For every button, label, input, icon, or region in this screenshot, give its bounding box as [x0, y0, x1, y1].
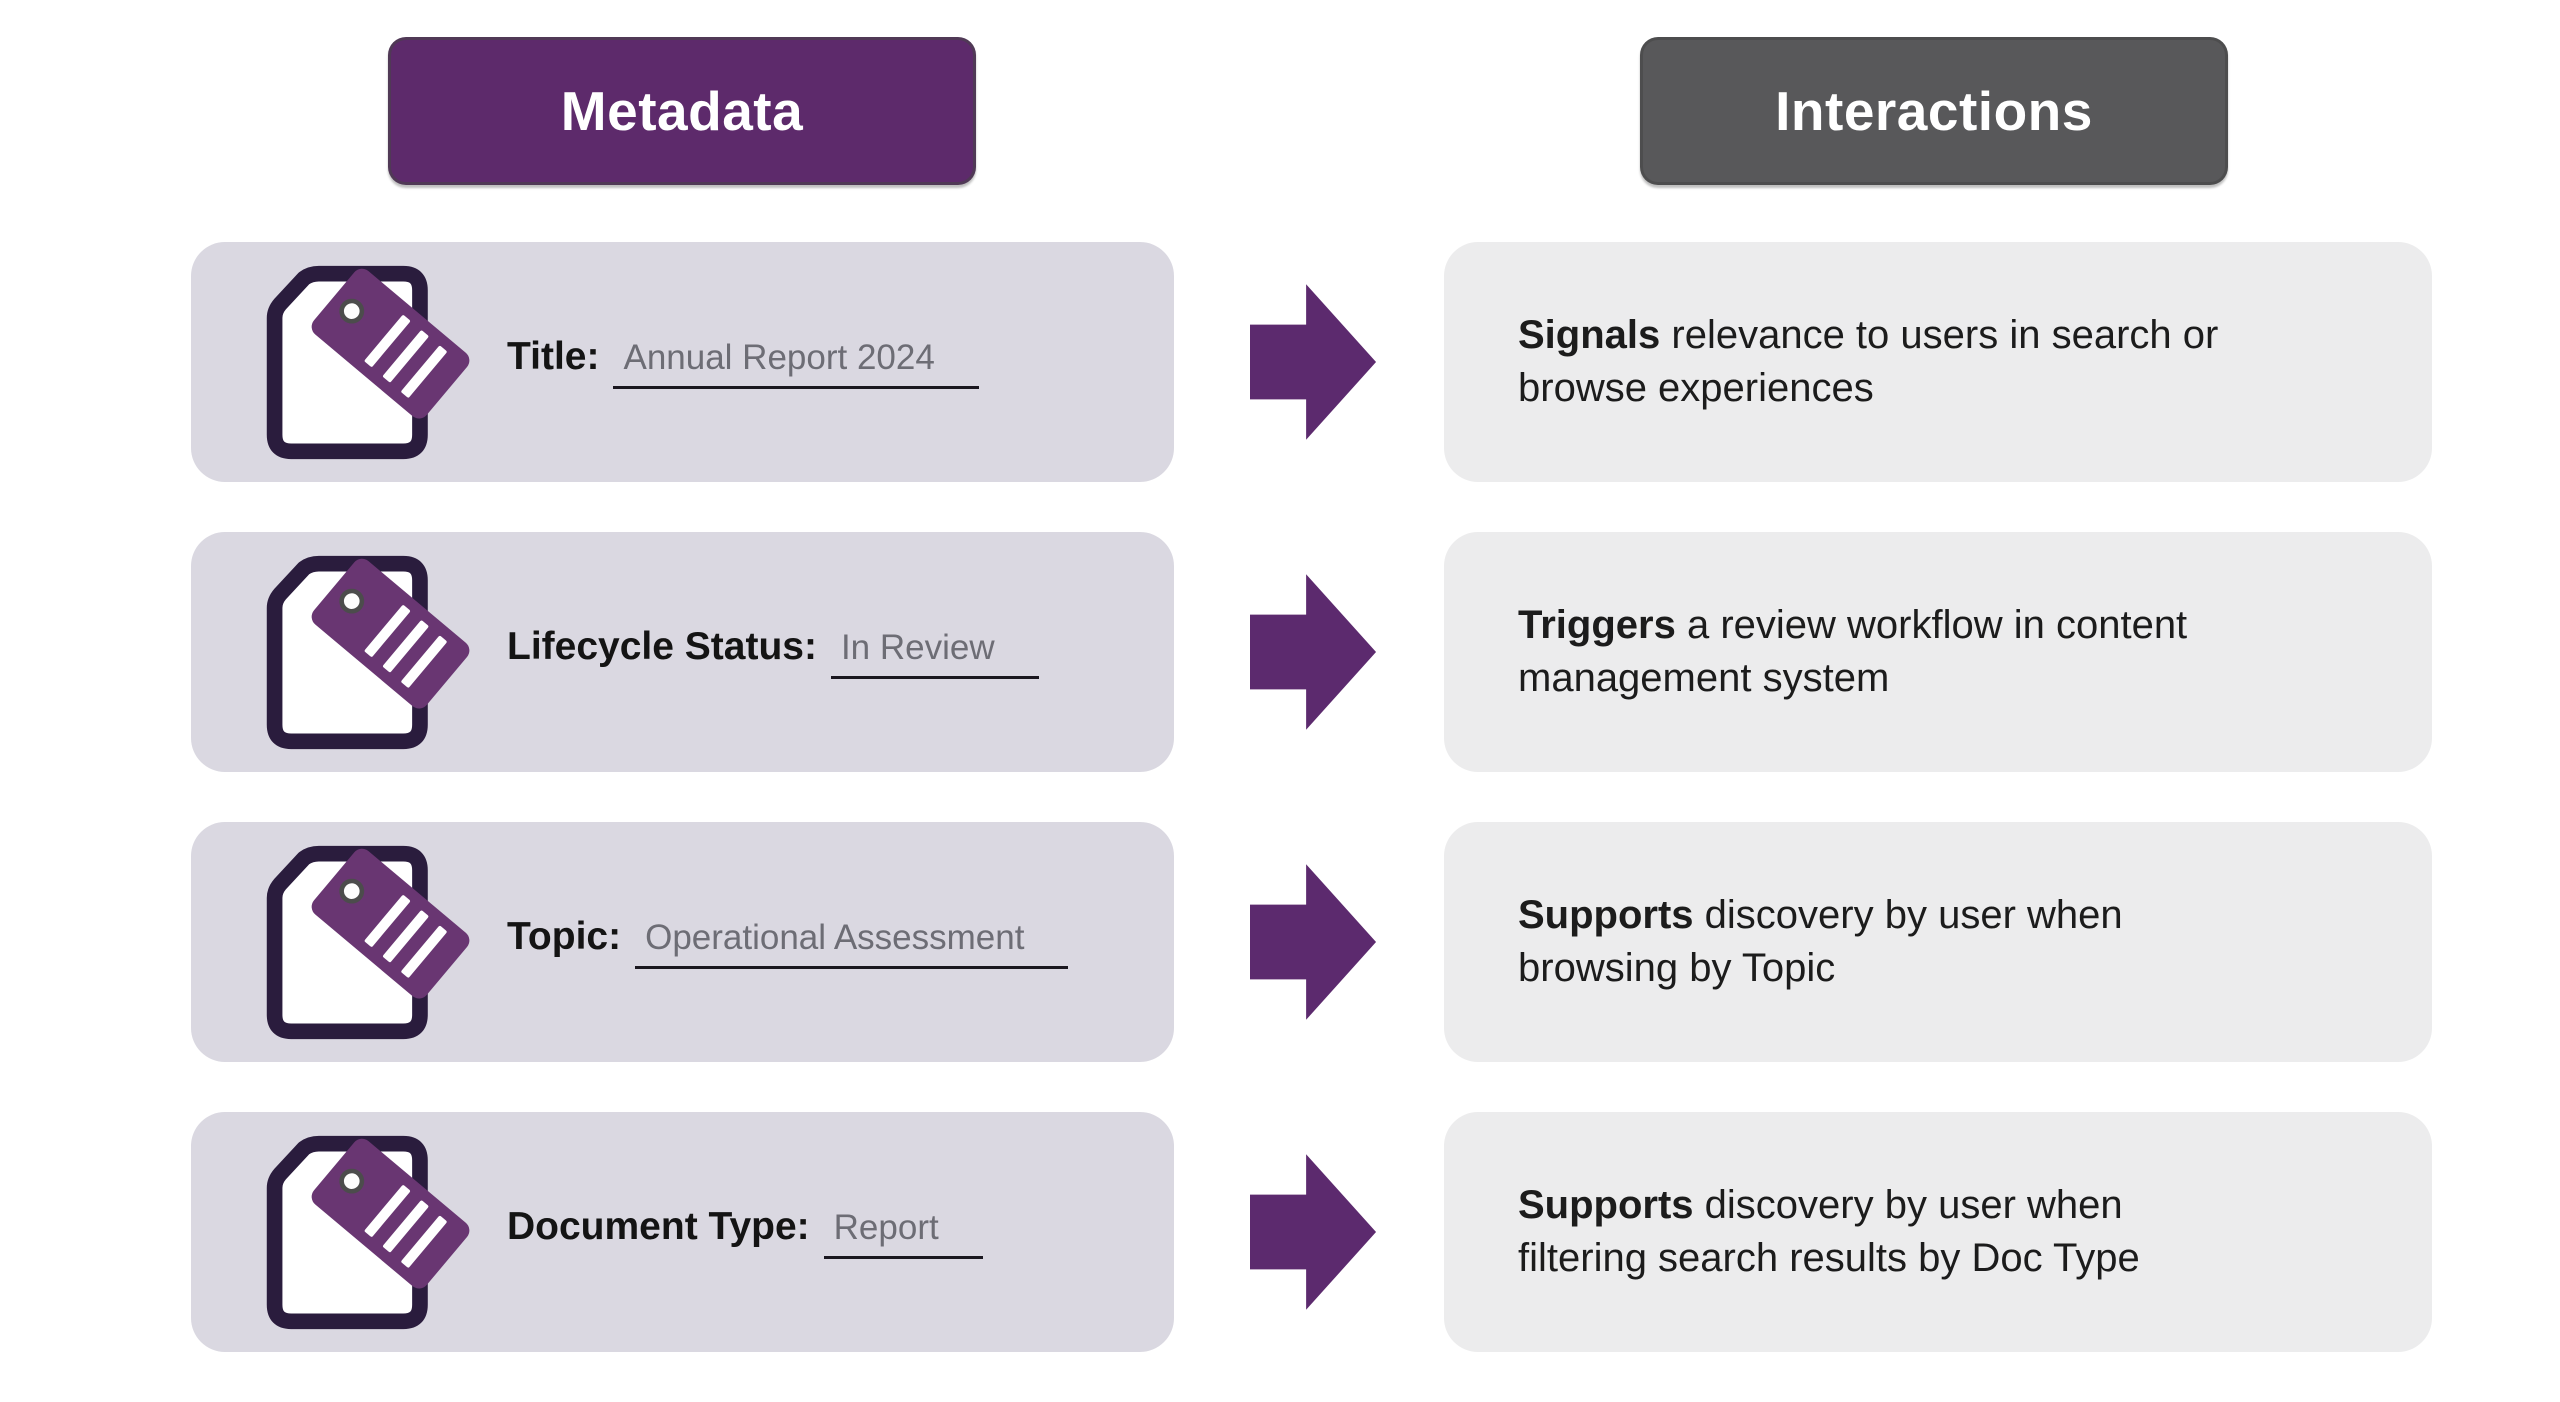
interaction-text: Signals relevance to users in search or …: [1518, 309, 2218, 415]
diagram-row-document-type: Document Type: Report Supports discovery …: [0, 1112, 2560, 1352]
interactions-header-label: Interactions: [1775, 80, 2093, 142]
interaction-description: discovery by user when filtering search …: [1518, 1183, 2140, 1280]
interaction-card: Supports discovery by user when browsing…: [1444, 822, 2432, 1062]
arrow-right-icon: [1250, 567, 1378, 737]
field-value: Operational Assessment: [635, 918, 1069, 969]
metadata-card: Title: Annual Report 2024: [191, 242, 1174, 482]
arrow-right-icon: [1250, 277, 1378, 447]
diagram-row-topic: Topic: Operational Assessment Supports di…: [0, 822, 2560, 1062]
diagram-row-lifecycle-status: Lifecycle Status: In Review Triggers a re…: [0, 532, 2560, 772]
interaction-text: Supports discovery by user when browsing…: [1518, 889, 2123, 995]
interaction-text: Triggers a review workflow in content ma…: [1518, 599, 2187, 705]
field-value: Annual Report 2024: [613, 338, 979, 389]
interaction-keyword: Triggers: [1518, 603, 1676, 648]
metadata-field: Document Type: Report: [507, 1205, 983, 1259]
metadata-header-label: Metadata: [560, 80, 804, 142]
field-value: In Review: [830, 628, 1039, 679]
interaction-keyword: Signals: [1518, 313, 1661, 358]
interaction-description: discovery by user when browsing by Topic: [1518, 893, 2123, 990]
metadata-card: Document Type: Report: [191, 1112, 1174, 1352]
diagram-row-title: Title: Annual Report 2024 Signals relevan…: [0, 242, 2560, 482]
document-with-tag-icon: [247, 839, 477, 1046]
metadata-card: Topic: Operational Assessment: [191, 822, 1174, 1062]
interaction-keyword: Supports: [1518, 893, 1694, 938]
arrow-right-icon: [1250, 857, 1378, 1027]
field-label: Document Type:: [507, 1205, 810, 1248]
metadata-field: Title: Annual Report 2024: [507, 335, 979, 389]
metadata-field: Lifecycle Status: In Review: [507, 625, 1039, 679]
field-value: Report: [823, 1208, 983, 1259]
interaction-card: Triggers a review workflow in content ma…: [1444, 532, 2432, 772]
field-label: Topic:: [507, 915, 622, 958]
document-with-tag-icon: [247, 549, 477, 756]
arrow-right-icon: [1250, 1147, 1378, 1317]
field-label: Title:: [507, 335, 600, 378]
metadata-card: Lifecycle Status: In Review: [191, 532, 1174, 772]
metadata-header-badge: Metadata: [388, 37, 976, 185]
interaction-keyword: Supports: [1518, 1183, 1694, 1228]
document-with-tag-icon: [247, 259, 477, 466]
document-with-tag-icon: [247, 1129, 477, 1336]
interaction-card: Supports discovery by user when filterin…: [1444, 1112, 2432, 1352]
field-label: Lifecycle Status:: [507, 625, 817, 668]
interaction-card: Signals relevance to users in search or …: [1444, 242, 2432, 482]
interaction-text: Supports discovery by user when filterin…: [1518, 1179, 2140, 1285]
metadata-field: Topic: Operational Assessment: [507, 915, 1069, 969]
interaction-description: relevance to users in search or browse e…: [1518, 313, 2219, 410]
interaction-description: a review workflow in content management …: [1518, 603, 2188, 700]
diagram-rows: Title: Annual Report 2024 Signals relevan…: [0, 242, 2560, 1402]
interactions-header-badge: Interactions: [1640, 37, 2228, 185]
